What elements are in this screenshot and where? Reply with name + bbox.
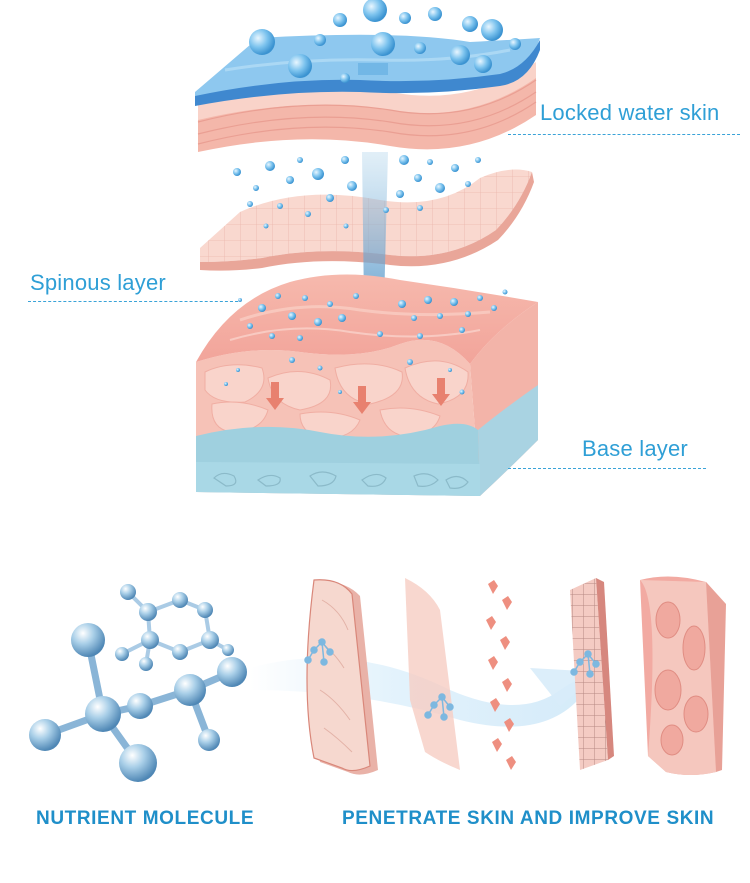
leader-line-spinous-layer bbox=[28, 301, 238, 302]
penetration-sequence bbox=[250, 576, 726, 775]
leader-line-base-layer bbox=[508, 468, 706, 469]
water-bubbles-top bbox=[249, 0, 521, 83]
locked-water-skin-layer bbox=[195, 34, 540, 152]
nutrient-molecule-illustration bbox=[29, 584, 247, 782]
label-spinous-layer: Spinous layer bbox=[30, 270, 166, 295]
caption-penetrate-skin: PENETRATE SKIN AND IMPROVE SKIN bbox=[342, 808, 715, 829]
leader-line-locked-water-skin bbox=[508, 134, 740, 135]
water-droplets-block bbox=[224, 289, 508, 395]
penetration-arrow bbox=[350, 152, 398, 330]
water-droplets-middle bbox=[233, 155, 481, 229]
skin-block bbox=[196, 274, 538, 496]
caption-nutrient-molecule: NUTRIENT MOLECULE bbox=[36, 808, 255, 829]
label-base-layer: Base layer bbox=[582, 436, 688, 461]
label-locked-water-skin: Locked water skin bbox=[540, 100, 720, 125]
